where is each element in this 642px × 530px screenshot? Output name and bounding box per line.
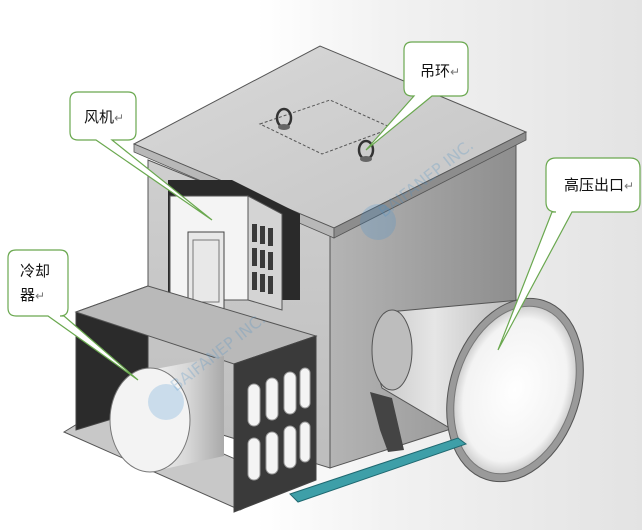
fan-assembly [168,180,300,311]
callout-fan: 风机↵ [69,91,213,221]
lifting-ring-left [275,107,293,130]
callout-label-lifting-ring: 吊环 [420,62,450,80]
svg-text:高压出口↵: 高压出口↵ [564,176,634,194]
callout-label-cooler-line1: 冷却 [20,262,50,280]
high-pressure-outlet [370,297,584,483]
callout-cooler: 冷却 器↵ [7,249,139,381]
callout-high-pressure-outlet: 高压出口↵ [497,157,641,351]
svg-text:吊环↵: 吊环↵ [420,62,460,80]
callout-label-high-pressure-outlet: 高压出口 [564,176,624,194]
svg-text:风机↵: 风机↵ [84,108,124,126]
lifting-ring-right [357,139,375,162]
outlet-flange [370,392,404,452]
watermark-logo [148,204,396,420]
return-mark: ↵ [624,179,634,193]
base-rail [289,437,468,503]
outlet-cone-rim [371,309,413,391]
outlet-bell-inner [453,305,577,475]
callout-label-cooler-line2: 器 [20,286,35,304]
return-mark: ↵ [35,289,45,303]
fan-vent-grille [252,224,273,294]
cooler-vent-slots [247,367,311,481]
roof-side-lip [333,131,527,239]
callout-lifting-ring: 吊环↵ [365,41,469,151]
callout-label-fan: 风机 [84,108,114,126]
cooler-cylinder-face [109,367,191,473]
return-mark: ↵ [450,65,460,79]
return-mark: ↵ [114,111,124,125]
svg-text:器↵: 器↵ [20,286,45,304]
